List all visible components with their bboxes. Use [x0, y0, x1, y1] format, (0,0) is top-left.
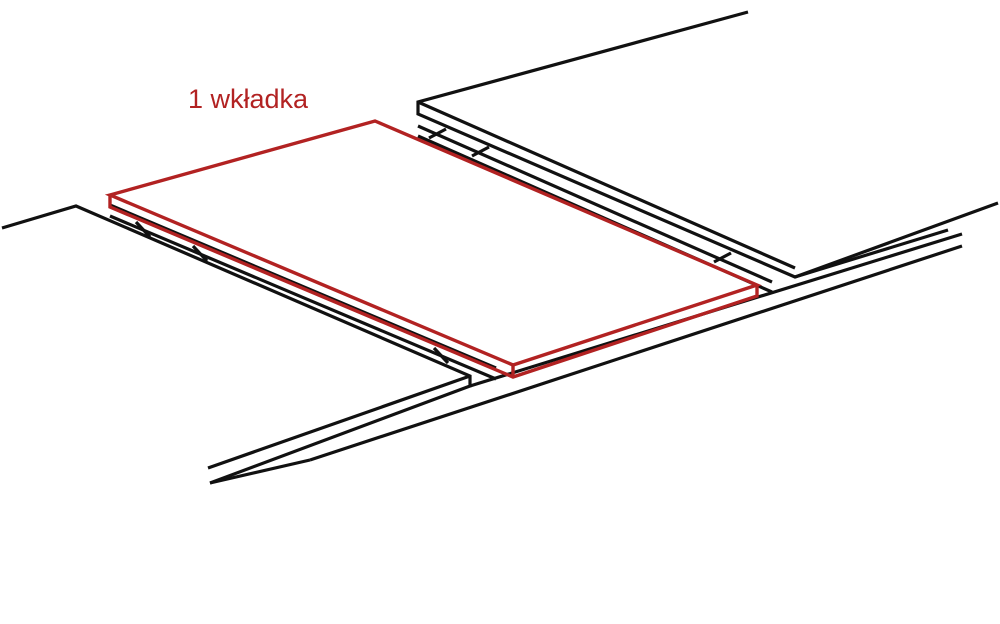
insert-label: 1 wkładka	[188, 84, 309, 114]
left-rail-top	[109, 203, 497, 370]
left-rail-tick	[191, 244, 209, 263]
insert-leaf	[104, 119, 762, 379]
left-rail-tick	[432, 346, 450, 365]
right-rail-tick	[713, 251, 732, 264]
right-rail-tick	[428, 127, 447, 140]
right-tabletop-front-edge-lower	[794, 228, 949, 279]
left-rail-tick	[134, 220, 152, 239]
right-tabletop-edge	[416, 10, 999, 279]
left-tabletop-front-edge	[207, 374, 471, 470]
left-rail-bottom	[109, 214, 497, 381]
right-rail-tick	[471, 145, 490, 158]
front-rail-3	[209, 458, 311, 485]
front-rail-2	[309, 244, 963, 462]
table-outline	[1, 10, 999, 485]
right-tabletop-front-edge	[417, 100, 796, 270]
